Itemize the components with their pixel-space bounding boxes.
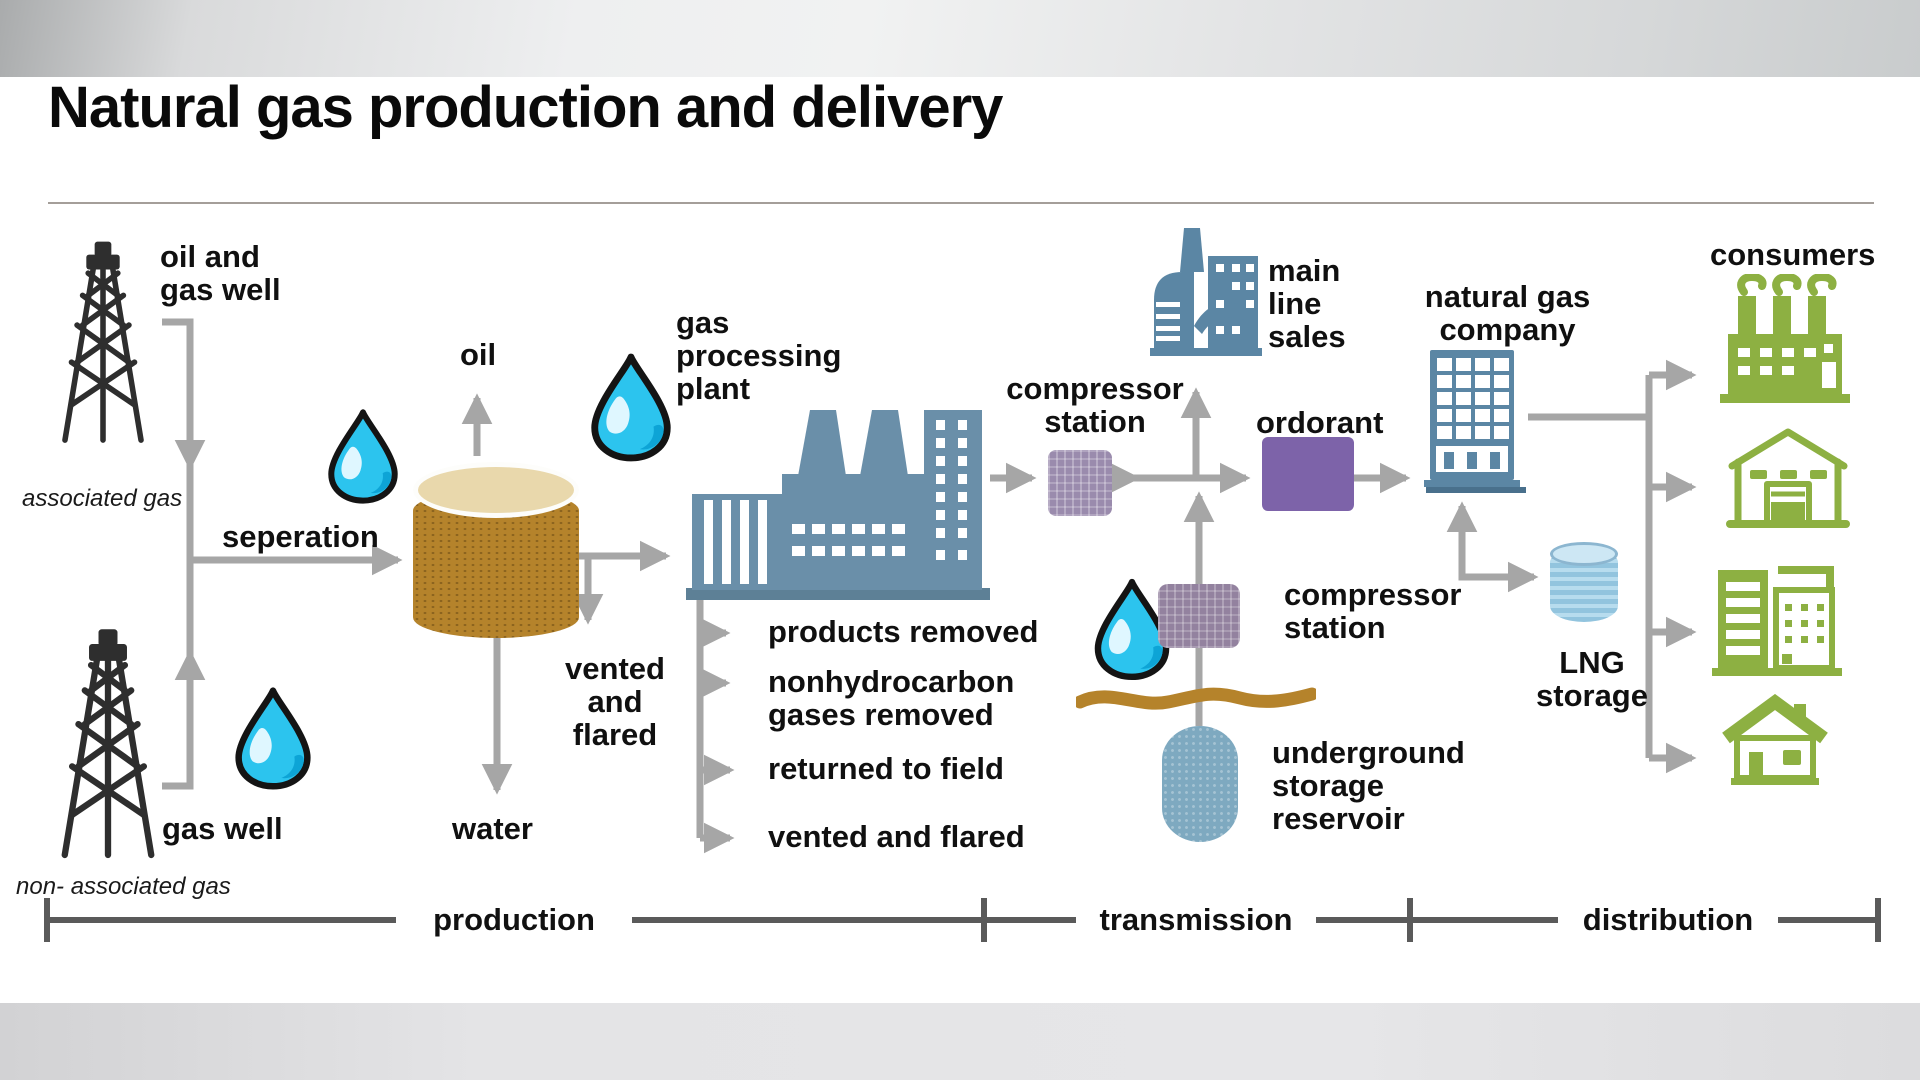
compressor-station-2-icon xyxy=(1158,584,1240,648)
label-consumers: consumers xyxy=(1710,237,1876,272)
label-nonhydrocarbon-gases-removed: nonhydrocarbon gases removed xyxy=(768,664,1015,733)
consumer-factory-icon xyxy=(1720,274,1850,403)
label-gas-processing-plant: gas processing plant xyxy=(676,305,842,407)
oil-derrick-icon xyxy=(62,241,144,443)
label-compressor-station: compressor station xyxy=(1006,371,1184,440)
main-line-sales-plant-icon xyxy=(1150,228,1262,356)
ordorant-box-icon xyxy=(1262,437,1354,511)
label-seperation: seperation xyxy=(222,519,379,554)
natural-gas-company-building-icon xyxy=(1424,350,1526,493)
pipeline-lines xyxy=(162,318,1697,854)
label-phase-distribution: distribution xyxy=(1570,900,1766,940)
page-title: Natural gas production and delivery xyxy=(48,75,1003,140)
separator-tank-body xyxy=(413,490,579,638)
consumer-house-icon xyxy=(1722,694,1828,785)
phase-timeline xyxy=(44,898,1881,942)
droplet-icon xyxy=(591,353,671,462)
underground-reservoir-icon xyxy=(1162,726,1238,842)
droplet-icon xyxy=(328,409,398,504)
gas-processing-plant-icon xyxy=(686,410,990,600)
lng-tank-icon xyxy=(1550,542,1618,622)
label-phase-production: production xyxy=(421,900,607,940)
label-associated-gas: associated gas xyxy=(22,485,183,512)
compressor-station-icon xyxy=(1048,450,1112,516)
label-main-line-sales: main line sales xyxy=(1268,253,1346,355)
label-gas-well: gas well xyxy=(162,811,283,846)
label-water: water xyxy=(452,811,533,846)
label-compressor-station-2: compressor station xyxy=(1284,577,1462,646)
label-vented-and-flared-2: vented and flared xyxy=(768,819,1025,854)
top-chrome-band xyxy=(0,0,1920,77)
consumer-buildings-icon xyxy=(1712,566,1842,676)
label-returned-to-field: returned to field xyxy=(768,751,1004,786)
label-natural-gas-company: natural gas company xyxy=(1424,279,1591,348)
label-oil-and-gas-well: oil and gas well xyxy=(160,239,281,308)
droplet-icon xyxy=(235,687,311,790)
label-phase-transmission: transmission xyxy=(1087,900,1305,940)
label-products-removed: products removed xyxy=(768,614,1039,649)
gas-derrick-icon xyxy=(61,629,155,859)
label-lng-storage: LNG storage xyxy=(1536,645,1648,714)
label-ordorant: ordorant xyxy=(1256,405,1384,440)
separator-tank-top xyxy=(413,462,579,518)
label-non-associated-gas: non- associated gas xyxy=(16,873,231,900)
bottom-chrome-band xyxy=(0,1003,1920,1080)
separator-tank-icon xyxy=(413,462,579,638)
ground-wave-icon xyxy=(1076,687,1316,710)
label-vented-and-flared: vented and flared xyxy=(565,651,665,753)
title-divider xyxy=(48,202,1874,204)
label-oil: oil xyxy=(460,337,497,372)
consumer-warehouse-icon xyxy=(1726,428,1850,528)
label-underground-storage-reservoir: underground storage reservoir xyxy=(1272,735,1465,837)
lng-tank-top xyxy=(1550,542,1618,566)
